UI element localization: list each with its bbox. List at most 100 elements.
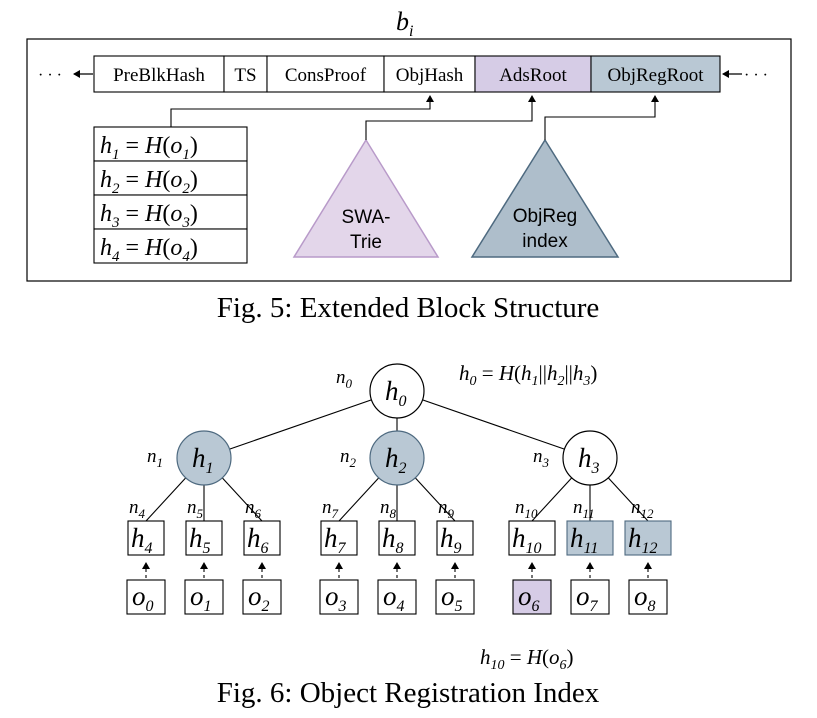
root-hash-equation: h0 = H(h1||h2||h3) <box>459 361 597 389</box>
field-objregroot-cell <box>590 55 721 93</box>
block-label: bi <box>396 7 413 40</box>
root-node-node-id: n0 <box>336 367 353 391</box>
leaf-node-hash-label: h5 <box>189 523 211 557</box>
leaf-node-id: n10 <box>515 497 538 521</box>
internal-node-node-id: n3 <box>533 446 550 470</box>
object-box <box>242 579 282 615</box>
leaf-node-hash-label: h9 <box>440 523 462 557</box>
swa-trie-label-1: SWA- <box>342 207 391 228</box>
object-box <box>570 579 610 615</box>
field-objhash-cell <box>383 55 476 93</box>
leaf-node-id: n4 <box>129 497 146 521</box>
object-label: o8 <box>634 581 656 615</box>
object-label: o6 <box>518 581 540 615</box>
leaf-node-id: n5 <box>187 497 204 521</box>
fig5-caption: Fig. 5: Extended Block Structure <box>217 292 600 324</box>
leaf-node-box <box>243 520 281 556</box>
block-header-fields: PreBlkHash TS ConsProof ObjHash AdsRoot ObjRe… <box>93 55 721 93</box>
hash-row-equation: h4 = H(o4) <box>100 235 198 265</box>
field-ts-label: TS <box>234 65 256 86</box>
leaf-node-box <box>566 520 614 556</box>
object-hash-table: h1 = H(o1) h2 = H(o2) h3 = H(o3) h4 = H(o4) <box>93 126 248 265</box>
leaf-hash-equation: h10 = H(o6) <box>480 645 574 673</box>
objreg-label-2: index <box>522 231 568 252</box>
leaf-node-hash-label: h6 <box>247 523 269 557</box>
leaf-node-box <box>127 520 165 556</box>
field-preblkhash-label: PreBlkHash <box>113 65 205 86</box>
objregroot-connector <box>544 95 659 140</box>
hash-row-cell <box>93 228 248 264</box>
field-objhash-label: ObjHash <box>396 65 464 86</box>
tree-edge <box>396 390 591 459</box>
tree-edge <box>203 390 398 459</box>
field-consproof-label: ConsProof <box>285 65 367 86</box>
object-label: o5 <box>441 581 463 615</box>
leaf-node-box <box>624 520 672 556</box>
object-box <box>628 579 668 615</box>
object-label: o4 <box>383 581 405 615</box>
internal-node-node-id: n1 <box>147 446 163 470</box>
leaf-node-box <box>320 520 358 556</box>
field-adsroot-label: AdsRoot <box>499 65 567 86</box>
internal-node-node-id: n2 <box>340 446 357 470</box>
objreg-label-1: ObjReg <box>513 206 577 227</box>
swa-trie-label-2: Trie <box>350 232 382 253</box>
leaf-node-id: n11 <box>573 497 595 521</box>
hash-row-equation: h2 = H(o2) <box>100 167 198 197</box>
internal-node-hash-label: h1 <box>192 443 214 477</box>
object-label: o0 <box>132 581 154 615</box>
root-node-circle <box>369 363 425 419</box>
leaf-node-hash-label: h12 <box>628 523 658 557</box>
leaf-node-hash-label: h7 <box>324 523 347 557</box>
internal-node-hash-label: h3 <box>578 443 600 477</box>
hash-row-cell <box>93 160 248 196</box>
fig6-caption: Fig. 6: Object Registration Index <box>217 677 600 709</box>
object-box <box>126 579 166 615</box>
block-frame <box>26 38 792 282</box>
leaf-node-id: n7 <box>322 497 339 521</box>
leaf-node-hash-label: h10 <box>512 523 542 557</box>
leaf-node-box <box>185 520 223 556</box>
leaf-node-hash-label: h8 <box>382 523 404 557</box>
leaf-node-id: n6 <box>245 497 262 521</box>
leaf-node-box <box>508 520 556 556</box>
leaf-node-hash-label: h4 <box>131 523 153 557</box>
hash-row-cell <box>93 194 248 230</box>
leaf-node-id: n9 <box>438 497 455 521</box>
field-preblkhash-cell <box>93 55 225 93</box>
object-box <box>377 579 417 615</box>
internal-node-circle <box>369 430 425 486</box>
object-label: o7 <box>576 581 599 615</box>
field-objregroot-label: ObjRegRoot <box>607 65 704 86</box>
internal-node-hash-label: h2 <box>385 443 407 477</box>
object-label: o1 <box>190 581 212 615</box>
leaf-node-box <box>378 520 416 556</box>
internal-node-circle <box>562 430 618 486</box>
field-ts-cell <box>223 55 268 93</box>
hash-row-equation: h1 = H(o1) <box>100 133 198 163</box>
internal-node-circle <box>176 430 232 486</box>
leaf-node-hash-label: h11 <box>570 523 598 557</box>
leaf-node-id: n8 <box>380 497 397 521</box>
object-label: o2 <box>248 581 270 615</box>
object-box <box>319 579 359 615</box>
hash-row-equation: h3 = H(o3) <box>100 201 198 231</box>
object-box <box>184 579 224 615</box>
object-label: o3 <box>325 581 347 615</box>
objreg-index-triangle <box>470 138 620 258</box>
right-dots: · · · <box>744 67 768 84</box>
leaf-node-box <box>436 520 474 556</box>
left-dots: · · · <box>38 67 62 84</box>
adsroot-connector <box>365 95 536 140</box>
field-adsroot-cell <box>474 55 592 93</box>
swa-trie-triangle <box>292 138 440 258</box>
leaf-node-id: n12 <box>631 497 654 521</box>
object-box <box>435 579 475 615</box>
root-node-hash-label: h0 <box>385 376 407 410</box>
object-box <box>512 579 552 615</box>
objhash-connector <box>170 95 434 127</box>
